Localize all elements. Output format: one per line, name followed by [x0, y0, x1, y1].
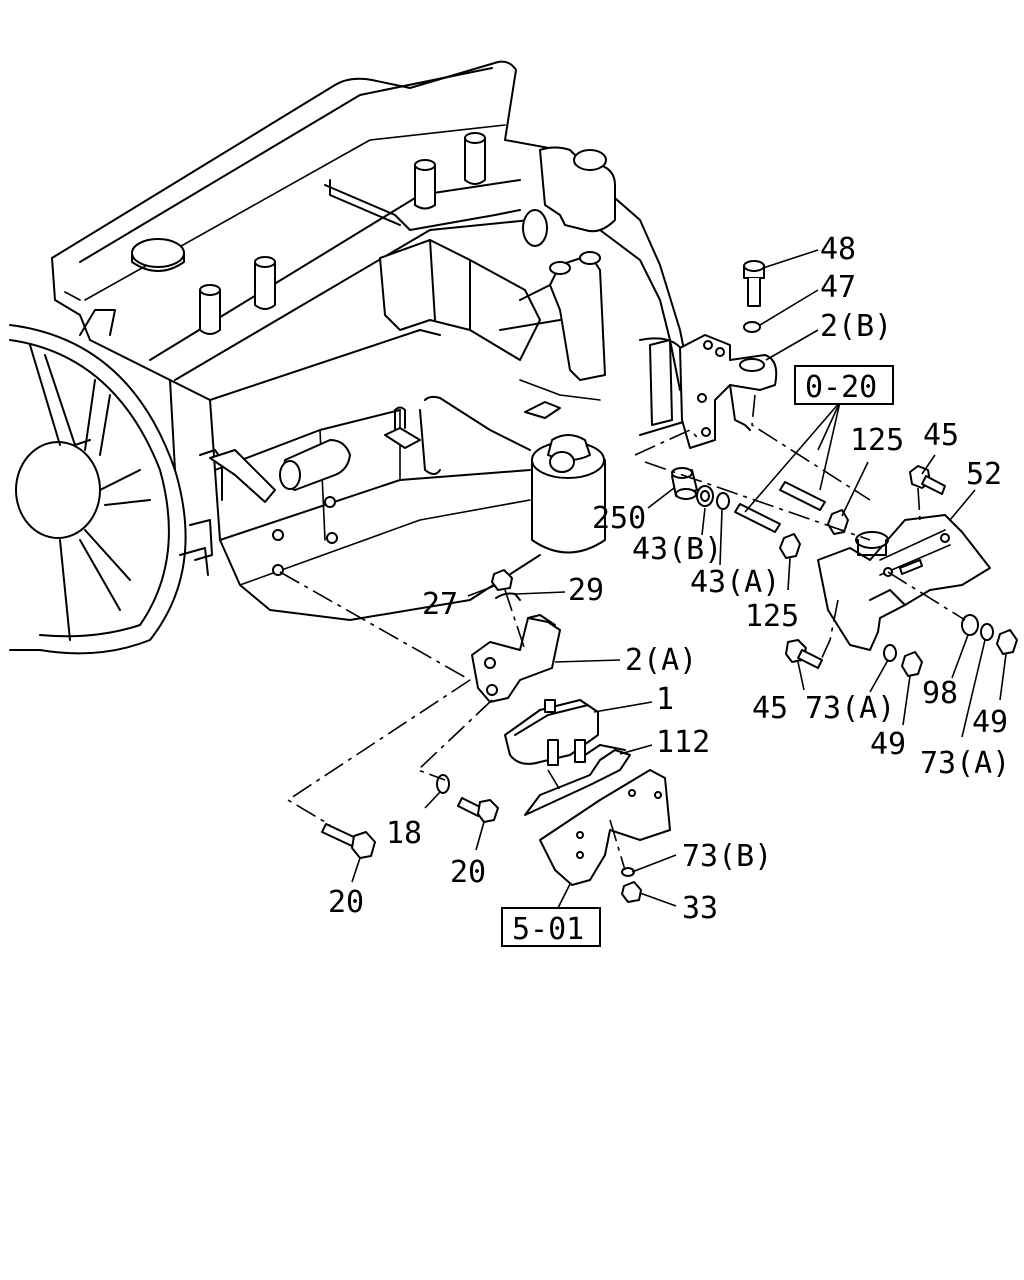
callout-1: 1 [656, 682, 674, 717]
callout-27: 27 [422, 587, 458, 622]
callout-20-middle: 20 [450, 855, 486, 890]
nut-125-upper [827, 509, 849, 535]
callout-45-upper: 45 [923, 418, 959, 453]
oil-filter [531, 434, 606, 554]
callout-52: 52 [966, 457, 1002, 492]
callout-18: 18 [386, 816, 422, 851]
injector-nozzles [199, 132, 486, 335]
callout-112: 112 [656, 725, 710, 760]
stud-lower [734, 503, 781, 533]
nut-33 [621, 881, 642, 903]
callout-73b: 73(B) [682, 839, 772, 874]
callout-125-lower: 125 [745, 599, 799, 634]
callout-98: 98 [922, 676, 958, 711]
washer-43a [716, 492, 730, 510]
washer-18 [436, 774, 450, 794]
nut-49-1 [901, 651, 923, 677]
bracket-2a [471, 614, 561, 703]
nut-49-2 [996, 629, 1018, 655]
callout-5-01: 5-01 [512, 912, 584, 947]
stopper-112 [524, 744, 631, 816]
washer-47 [743, 321, 761, 333]
bolt-45-upper [909, 465, 946, 495]
crossmember-bracket [539, 769, 671, 886]
cooling-fan [9, 309, 209, 655]
assembly-lines [279, 394, 966, 871]
bolt-20-lower [321, 823, 376, 859]
callout-0-20: 0-20 [805, 370, 877, 405]
ref-box-5-01 [501, 907, 601, 947]
bolt-45-lower [785, 639, 823, 669]
callout-125-upper: 125 [850, 423, 904, 458]
bolt-48 [743, 260, 765, 307]
engine-assembly [51, 60, 691, 621]
ref-box-0-20 [794, 365, 894, 405]
callout-20-lower: 20 [328, 885, 364, 920]
leader-lines [351, 249, 1007, 909]
stud-upper [779, 481, 826, 511]
callout-45-lower: 45 [752, 691, 788, 726]
callout-73a-right: 73(A) [920, 746, 1010, 781]
bracket-2b [679, 334, 778, 449]
callout-250: 250 [592, 501, 646, 536]
bolt-20-middle [457, 797, 499, 823]
callout-43a: 43(A) [690, 565, 780, 600]
callout-49-right: 49 [972, 705, 1008, 740]
left-mount-assembly [321, 569, 671, 903]
callout-43b: 43(B) [632, 532, 722, 567]
nut-125-lower [779, 533, 801, 559]
callout-29: 29 [568, 573, 604, 608]
callout-47: 47 [820, 270, 856, 305]
callout-2b: 2(B) [820, 309, 892, 344]
spacer-250 [671, 467, 698, 500]
callout-48: 48 [820, 232, 856, 267]
lockwasher-73a-2 [980, 623, 994, 641]
callout-33: 33 [682, 891, 718, 926]
callout-2a: 2(A) [625, 643, 697, 678]
nut-27 [491, 569, 513, 591]
callout-labels: 48 47 2(B) 0-20 125 45 52 250 43(B) 43(A… [328, 232, 1010, 947]
washer-98 [961, 614, 979, 636]
lockwasher-73a-1 [883, 644, 897, 662]
rubber-mount-1 [504, 699, 599, 766]
callout-49-mid: 49 [870, 727, 906, 762]
callout-73a-left: 73(A) [805, 691, 895, 726]
